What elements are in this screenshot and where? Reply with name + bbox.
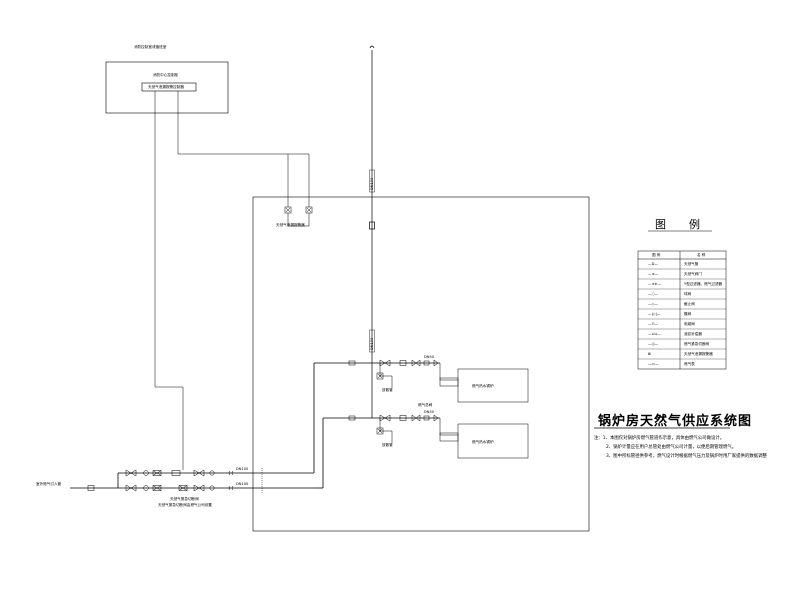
control-room-box	[105, 61, 229, 114]
legend-symbol: —◇—	[648, 301, 658, 306]
legend-symbol: —○—	[648, 291, 659, 296]
legend-symbol: —⊓—	[648, 321, 658, 326]
legend-name: 燃气表	[684, 361, 695, 366]
boiler-room-outline	[252, 196, 590, 532]
legend-symbol: —▭—	[648, 361, 659, 366]
branch-2-valve-label: 燃气总阀	[418, 403, 433, 407]
legend-name: 蝶阀	[684, 311, 692, 316]
inlet-dn-1-label: DN100	[236, 467, 249, 471]
legend-table-frame	[637, 250, 727, 370]
gas-detector-label: 天然气泄漏报警器	[276, 223, 305, 227]
legend-symbol: ⊠	[648, 351, 652, 356]
diagram-title: 锅炉房天然气供应系统图	[598, 414, 753, 429]
alarm-controller-label: 天然气泄漏报警控制器	[148, 84, 184, 89]
legend-name: 截止阀	[684, 301, 695, 306]
dn-vertical-label: DN100	[370, 337, 374, 350]
legend-symbol: —⊔⊔—	[648, 331, 661, 336]
cutoff-valve-label: 天然气紧急切断阀	[170, 497, 199, 501]
branch-2-fittings	[348, 414, 529, 459]
main-riser	[369, 45, 375, 418]
legend-name: 天然气泄漏报警器	[684, 351, 713, 356]
alarm-controller-box	[141, 82, 197, 92]
fire-room-label: 消防控制室或值班室	[134, 45, 167, 49]
dn-branch-1-label: DN50	[424, 355, 435, 359]
control-center-label: 消防中心控制柜	[153, 73, 179, 77]
control-wires	[154, 91, 313, 470]
dn-main-label: DN100	[370, 177, 374, 190]
cutoff-note-label: 天然气紧急切断阀由燃气公司设置	[158, 503, 212, 507]
legend-symbol: —◎—	[648, 341, 659, 346]
vent-2-label: 放散管	[382, 443, 393, 447]
boiler-1-label: 燃气热水锅炉	[472, 384, 494, 388]
legend-name: 电磁阀	[684, 321, 695, 326]
legend-symbol: —D—	[648, 261, 658, 266]
gas-inlet-lines	[70, 362, 440, 489]
inlet-label: 室外燃气引入管	[36, 482, 62, 486]
dn-branch-2-label: DN50	[424, 410, 435, 414]
boiler-2-label: 燃气热水锅炉	[472, 440, 494, 444]
inlet-fittings	[87, 468, 263, 493]
branch-1-fittings	[348, 359, 529, 403]
legend-header-name: 名 称	[697, 253, 706, 257]
vent-1-label: 放散管	[382, 388, 393, 392]
legend-name: 燃气紧急切断阀	[684, 341, 710, 346]
note-3: 3、图中所标管径供参考，燃气设计时根据燃气压力及锅炉时用厂家提供的数据调整	[606, 454, 767, 459]
legend-name: 天然气阀门	[684, 271, 702, 276]
note-2: 2、锅炉计量应在用户总管处由燃气公司计量，以便后期管理燃气。	[606, 445, 737, 450]
legend-name: 波纹补偿器	[684, 331, 702, 336]
legend-name: 天然气管	[684, 261, 699, 266]
legend-symbol: —|◇|—	[648, 311, 661, 316]
legend-row-lines	[638, 268, 726, 360]
legend-title: 图 例	[655, 218, 706, 231]
legend-symbol: —⊲⊳—	[648, 281, 662, 286]
note-1: 注：1、本图仅对锅炉房燃气管道作示意，具体由燃气公司做设计。	[594, 436, 725, 441]
legend-header-symbol: 图 例	[652, 253, 661, 257]
legend-name: 球阀	[684, 291, 692, 296]
inlet-dn-2-label: DN100	[236, 482, 249, 486]
legend-name: Y型过滤器、燃气过滤器	[684, 281, 723, 286]
legend-symbol: —⊲—	[648, 271, 659, 276]
